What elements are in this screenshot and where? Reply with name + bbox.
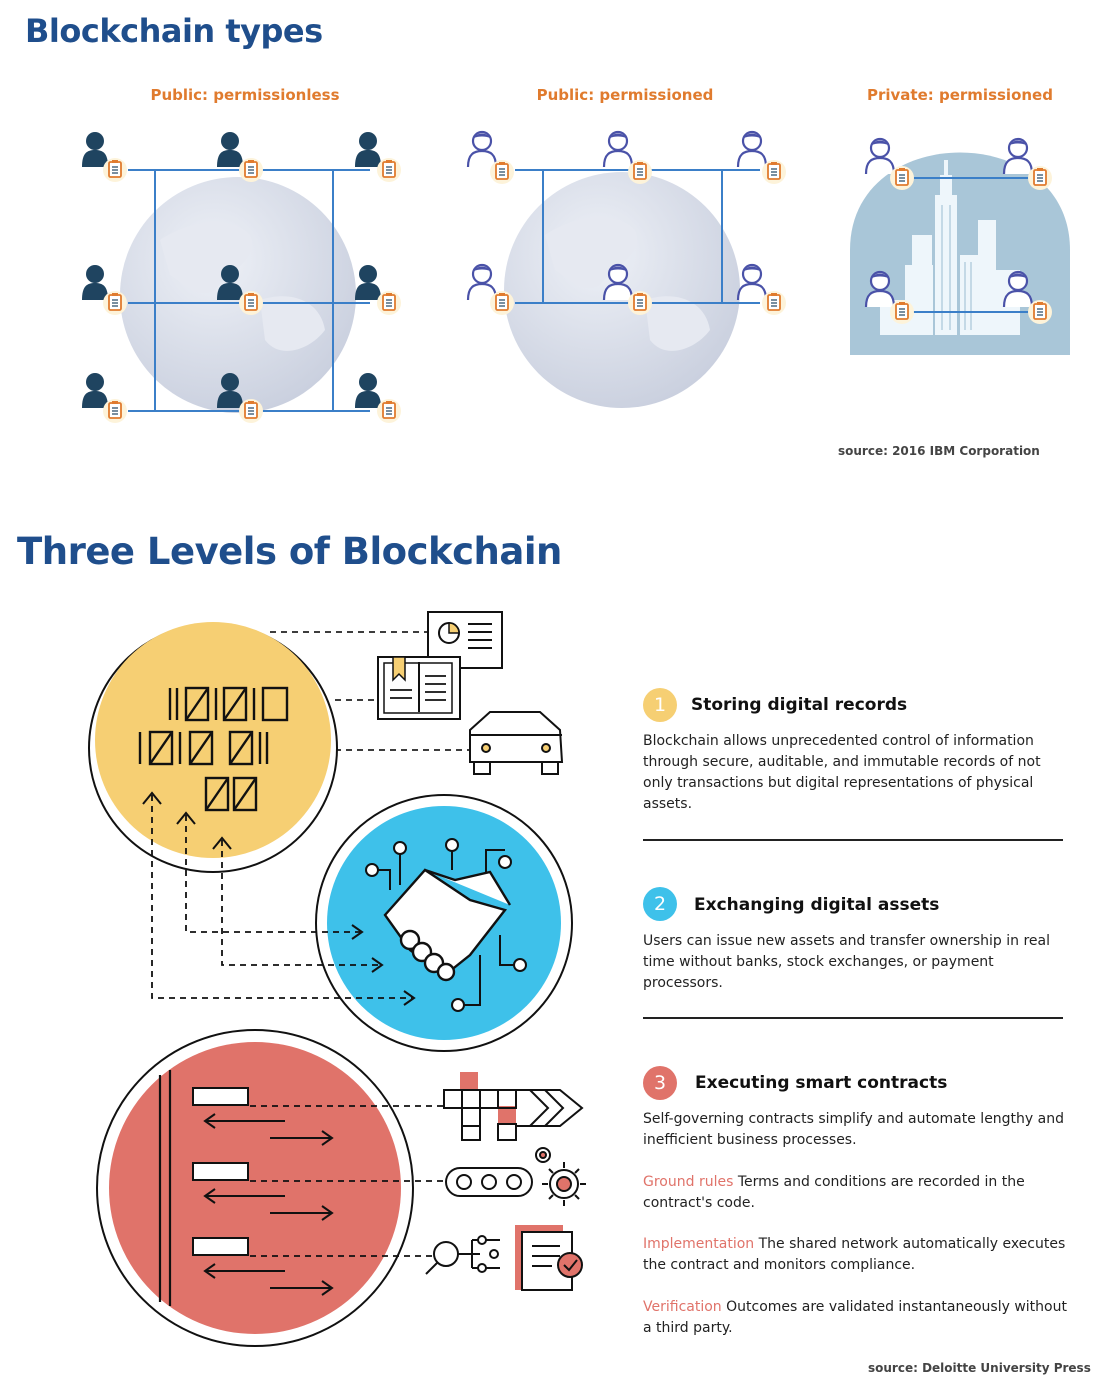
divider [643, 839, 1063, 841]
level-1-description: Blockchain allows unprecedented control … [643, 733, 1041, 812]
level-3-badge: 3 [643, 1066, 677, 1100]
source-ibm: source: 2016 IBM Corporation [838, 444, 1040, 458]
gears-conveyor-icon [445, 1147, 586, 1206]
three-levels-diagram [88, 611, 586, 1347]
column-label-public-permissionless: Public: permissionless [150, 86, 340, 104]
exchanging-assets-circle [315, 794, 573, 1052]
level-1-badge: 1 [643, 688, 677, 722]
private-network-dome [850, 137, 1070, 355]
section-title-three-levels: Three Levels of Blockchain [17, 530, 562, 573]
book-icon [377, 656, 461, 720]
smart-contracts-circle [96, 1029, 414, 1347]
level-2-badge: 2 [643, 887, 677, 921]
report-document-icon [427, 611, 503, 669]
level-2-title: Exchanging digital assets [694, 895, 940, 915]
contract-verification-icon [425, 1225, 583, 1291]
detail-implementation: Implementation The shared network automa… [643, 1234, 1073, 1276]
level-2-description: Users can issue new assets and transfer … [643, 933, 1050, 991]
section-title-blockchain-types: Blockchain types [25, 12, 323, 50]
column-label-public-permissioned: Public: permissioned [536, 86, 714, 104]
source-deloitte: source: Deloitte University Press [868, 1361, 1091, 1375]
detail-ground-rules: Ground rules Terms and conditions are re… [643, 1172, 1073, 1214]
detail-text: The shared network automatically execute… [643, 1236, 1066, 1273]
detail-label: Implementation [643, 1236, 755, 1252]
level-1-title: Storing digital records [691, 695, 908, 715]
detail-text: Outcomes are validated instantaneously w… [643, 1299, 1067, 1336]
level-3-title: Executing smart contracts [695, 1073, 948, 1093]
detail-text: Terms and conditions are recorded in the… [643, 1174, 1025, 1211]
storing-records-circle [88, 622, 338, 873]
column-label-private-permissioned: Private: permissioned [867, 86, 1053, 104]
blockchain-types-diagram [82, 130, 1070, 424]
handshake-icon [383, 868, 512, 982]
detail-label: Ground rules [643, 1174, 734, 1190]
detail-verification: Verification Outcomes are validated inst… [643, 1297, 1073, 1339]
blocks-arrow-icon [443, 1072, 584, 1141]
divider [643, 1017, 1063, 1019]
detail-label: Verification [643, 1299, 722, 1315]
car-icon [469, 711, 564, 775]
level-3-description: Self-governing contracts simplify and au… [643, 1111, 1064, 1148]
